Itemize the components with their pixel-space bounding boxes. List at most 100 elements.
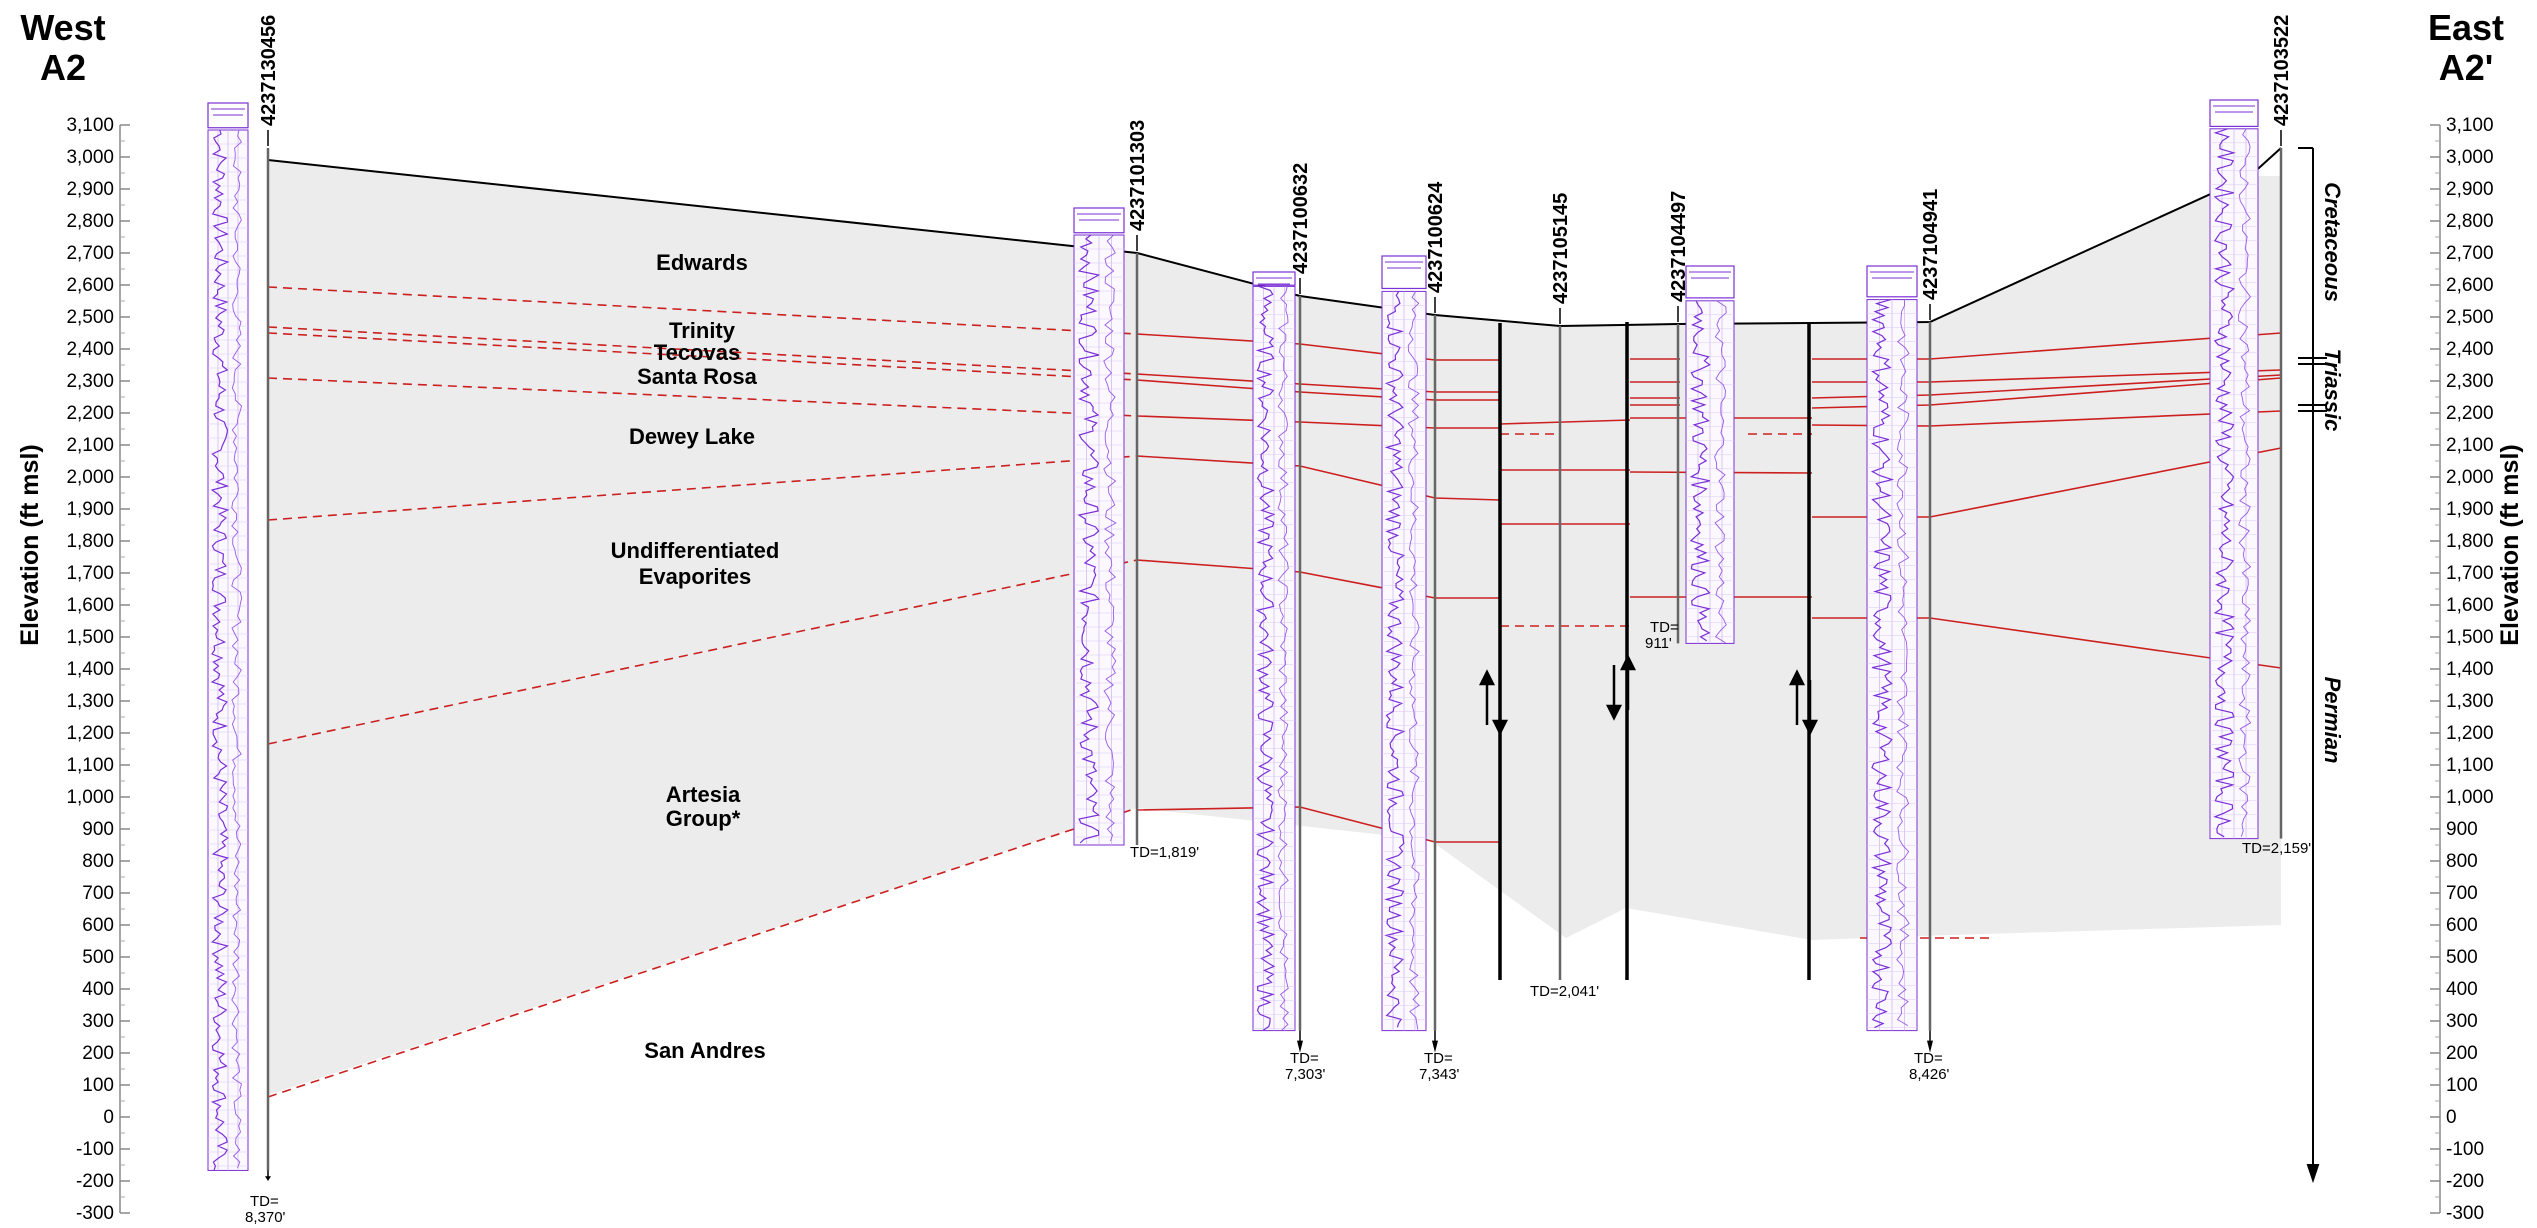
- formation-label-trinity: Trinity: [669, 318, 736, 343]
- axis-tick-label: 2,700: [2446, 243, 2494, 264]
- formation-labels: Edwards Trinity Tecovas Santa Rosa Dewey…: [611, 250, 780, 1063]
- age-label-cretaceous: Cretaceous: [2320, 182, 2345, 302]
- axis-tick-label: 1,600: [66, 595, 114, 616]
- axis-tick-label: 300: [82, 1011, 114, 1032]
- west-section-id: A2: [40, 47, 86, 88]
- axis-tick-label: 3,000: [2446, 147, 2494, 168]
- axis-tick-label: 900: [2446, 819, 2478, 840]
- axis-tick-label: -100: [76, 1139, 114, 1160]
- axis-tick-label: 1,500: [66, 627, 114, 648]
- log-header: [1685, 265, 1735, 299]
- axis-tick-label: 2,200: [2446, 403, 2494, 424]
- total-depth-label: TD=2,159': [2242, 840, 2311, 857]
- east-label: East: [2428, 7, 2504, 48]
- axis-tick-label: 400: [2446, 979, 2478, 1000]
- axis-tick-label: 1,100: [66, 755, 114, 776]
- axis-tick-label: 2,400: [2446, 339, 2494, 360]
- axis-tick-label: 100: [82, 1075, 114, 1096]
- formation-label-santa-rosa: Santa Rosa: [637, 364, 758, 389]
- axis-tick-label: 2,500: [66, 307, 114, 328]
- axis-tick-label: 1,700: [2446, 563, 2494, 584]
- axis-tick-label: 2,000: [2446, 467, 2494, 488]
- formation-label-dewey-lake: Dewey Lake: [629, 424, 755, 449]
- axis-tick-label: -100: [2446, 1139, 2484, 1160]
- right-elevation-axis: 3,1003,0002,9002,8002,7002,6002,5002,400…: [2430, 115, 2494, 1224]
- age-label-permian: Permian: [2320, 677, 2345, 764]
- axis-tick-label: 1,800: [2446, 531, 2494, 552]
- axis-tick-label: 2,900: [66, 179, 114, 200]
- total-depth-value: 8,426': [1909, 1066, 1950, 1083]
- well-log-strip: [1252, 271, 1296, 1032]
- total-depth-label: TD=: [250, 1193, 279, 1210]
- axis-tick-label: 1,200: [2446, 723, 2494, 744]
- axis-tick-label: 2,800: [2446, 211, 2494, 232]
- well-log-strip: [1381, 255, 1427, 1032]
- left-elevation-axis: 3,1003,0002,9002,8002,7002,6002,5002,400…: [66, 115, 130, 1224]
- axis-tick-label: 200: [2446, 1043, 2478, 1064]
- formation-label-edwards: Edwards: [656, 250, 748, 275]
- log-trace: [1689, 300, 1712, 642]
- axis-tick-label: 1,400: [66, 659, 114, 680]
- axis-tick-label: 1,400: [2446, 659, 2494, 680]
- total-depth-value: 8,370': [245, 1209, 286, 1226]
- axis-tick-label: 100: [2446, 1075, 2478, 1096]
- axis-tick-label: 700: [2446, 883, 2478, 904]
- west-label: West: [20, 7, 105, 48]
- log-header: [2209, 99, 2259, 127]
- axis-tick-label: 2,100: [66, 435, 114, 456]
- axis-tick-label: 400: [82, 979, 114, 1000]
- well-log-strip: [1073, 207, 1125, 846]
- axis-tick-label: 2,400: [66, 339, 114, 360]
- log-trace: [2213, 128, 2236, 838]
- axis-tick-label: 2,300: [66, 371, 114, 392]
- axis-tick-label: 2,600: [66, 275, 114, 296]
- formation-label-group: Group*: [666, 806, 741, 831]
- axis-tick-label: 2,900: [2446, 179, 2494, 200]
- axis-tick-label: 1,000: [2446, 787, 2494, 808]
- total-depth-label: TD=: [1650, 619, 1679, 636]
- well-id-label: 4237100632: [1290, 163, 1312, 274]
- log-trace: [1870, 299, 1895, 1029]
- axis-tick-label: 1,900: [2446, 499, 2494, 520]
- fault-lines: [1498, 322, 1811, 980]
- total-depth-label: TD=: [1914, 1050, 1943, 1067]
- formation-label-undifferentiated: Undifferentiated: [611, 538, 780, 563]
- axis-tick-label: 800: [2446, 851, 2478, 872]
- axis-tick-label: 700: [82, 883, 114, 904]
- axis-tick-label: 1,300: [66, 691, 114, 712]
- axis-tick-label: 300: [2446, 1011, 2478, 1032]
- axis-tick-label: 1,800: [66, 531, 114, 552]
- age-label-triassic: Triassic: [2320, 349, 2345, 432]
- axis-tick-label: 1,900: [66, 499, 114, 520]
- log-header: [1252, 271, 1296, 286]
- formation-label-artesia: Artesia: [666, 782, 741, 807]
- formation-label-san-andres: San Andres: [644, 1038, 765, 1063]
- fault-motion-symbols: [1478, 654, 1819, 736]
- axis-tick-label: 500: [82, 947, 114, 968]
- axis-tick-label: 800: [82, 851, 114, 872]
- total-depth-label: TD=: [1290, 1050, 1319, 1067]
- total-depth-value: 911': [1645, 635, 1672, 652]
- well-id-label: 4237100624: [1425, 181, 1447, 293]
- axis-tick-label: 3,000: [66, 147, 114, 168]
- axis-tick-label: 1,700: [66, 563, 114, 584]
- log-header: [1381, 255, 1427, 290]
- east-section-id: A2': [2439, 47, 2494, 88]
- left-axis-label: Elevation (ft msl): [16, 444, 44, 645]
- axis-tick-label: 0: [103, 1107, 114, 1128]
- axis-tick-label: 2,800: [66, 211, 114, 232]
- well-id-label: 4237104941: [1920, 189, 1942, 300]
- total-depth-label: TD=2,041': [1530, 983, 1599, 1000]
- axis-tick-label: 2,700: [66, 243, 114, 264]
- axis-tick-label: 2,500: [2446, 307, 2494, 328]
- axis-tick-label: 2,100: [2446, 435, 2494, 456]
- axis-tick-label: 600: [82, 915, 114, 936]
- axis-tick-label: 1,500: [2446, 627, 2494, 648]
- log-trace: [1255, 285, 1276, 1031]
- axis-tick-label: 1,100: [2446, 755, 2494, 776]
- well-logs: 4237130456TD=8,370'4237101303TD=1,819'42…: [207, 15, 2311, 1226]
